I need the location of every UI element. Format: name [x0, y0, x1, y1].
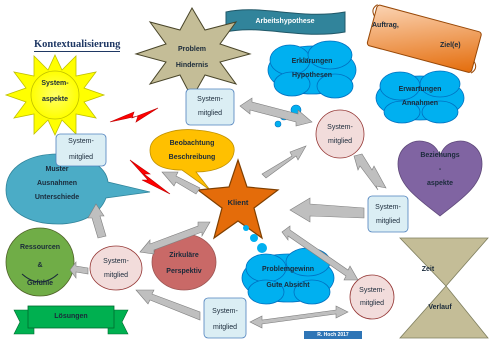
ressourcen-label: Ressourcen	[19, 244, 61, 251]
beziehungs-dash: -	[438, 166, 442, 173]
systemmitglied-circle-right	[315, 109, 365, 159]
ausnahmen-label: Ausnahmen	[36, 180, 78, 187]
arrow-single	[261, 145, 307, 179]
arrow-double	[249, 305, 349, 329]
systemmitglied-circle-bottom	[349, 274, 395, 320]
systemmitglied-left-line1: System-	[68, 138, 94, 145]
beziehungs-aspekte-label: aspekte	[426, 180, 454, 187]
systemmitglied-box-right	[367, 195, 409, 233]
lightning-bolt-middle	[129, 159, 171, 195]
problemgewinn-cloud	[241, 247, 335, 305]
beziehungsaspekte-heart	[397, 140, 483, 217]
erwartungen-cloud	[375, 70, 465, 124]
auftrag-scroll	[366, 4, 482, 74]
systemmitglied-top-line2: mitglied	[197, 110, 223, 117]
thought-bubble-dot	[274, 120, 282, 128]
problemgewinn-label: Problemgewinn	[261, 266, 315, 273]
systemmitglied-lcircle-line2: mitglied	[103, 272, 129, 279]
systemmitglied-box-left	[55, 133, 107, 167]
beschreibung-label: Beschreibung	[168, 154, 216, 161]
klient-star	[196, 158, 280, 240]
loesungen-label: Lösungen	[54, 313, 88, 320]
systemmitglied-box-top	[185, 88, 235, 126]
beobachtung-bubble	[149, 129, 235, 191]
systemaspekte-label-2: aspekte	[41, 96, 69, 103]
systemmitglied-bbox-line1: System-	[212, 308, 238, 315]
problem-label: Problem	[177, 46, 206, 53]
ressourcen-smiley	[5, 227, 75, 297]
systemmitglied-top-line1: System-	[197, 96, 223, 103]
gute-absicht-label: Gute Absicht	[266, 282, 310, 289]
muster-bubble	[5, 153, 151, 225]
systemmitglied-right-line1: System-	[327, 124, 353, 131]
unterschiede-label: Unterschiede	[34, 194, 80, 201]
systemmitglied-right-line2: mitglied	[327, 138, 353, 145]
systemmitglied-rbox-line2: mitglied	[375, 218, 401, 225]
muster-label: Muster	[45, 166, 69, 173]
auftrag-label: Auftrag,	[372, 22, 399, 29]
erwartungen-label: Erwartungen	[398, 86, 442, 93]
page-title: Kontextualisierung	[34, 39, 121, 52]
loesungen-ribbon	[13, 305, 129, 335]
klient-label: Klient	[227, 198, 249, 207]
systemmitglied-circle-left	[89, 245, 143, 291]
thought-bubble-dot	[243, 225, 249, 231]
systemmitglied-lcircle-line1: System-	[103, 258, 129, 265]
hindernis-label: Hindernis	[175, 62, 209, 69]
arrow-double	[281, 225, 359, 281]
erklaerungen-cloud	[267, 40, 357, 99]
verlauf-label: Verlauf	[428, 304, 452, 311]
hourglass-shape	[399, 237, 489, 339]
systemmitglied-bbox-line2: mitglied	[212, 324, 238, 331]
systemmitglied-box-bottom	[203, 297, 247, 339]
arrow-single	[135, 289, 201, 321]
systemmitglied-rbox-line1: System-	[375, 204, 401, 211]
lightning-bolt-top	[109, 107, 159, 123]
beobachtung-label: Beobachtung	[169, 140, 215, 147]
systemmitglied-left-line2: mitglied	[68, 154, 94, 161]
systemmitglied-bcircle-line2: mitglied	[359, 300, 385, 307]
thought-bubble-dot	[257, 243, 267, 253]
arbeitshypothese-banner	[225, 9, 346, 35]
hypothesen-label: Hypothesen	[291, 72, 333, 79]
gefuehle-label: Gefühle	[26, 280, 54, 287]
arrow-single	[69, 261, 89, 279]
arrow-double	[239, 97, 313, 127]
arrow-single	[87, 203, 107, 239]
systemaspekte-label-1: System-	[41, 80, 69, 87]
arrow-double	[353, 153, 387, 191]
beziehungs-label: Beziehungs	[420, 152, 460, 159]
ressourcen-ampersand: &	[37, 262, 43, 269]
thought-bubble-dot	[250, 234, 258, 242]
perspektiv-label: Perspektiv	[166, 268, 202, 275]
systemmitglied-bcircle-line1: System-	[359, 287, 385, 294]
arrow-double	[139, 221, 211, 255]
ziele-label: Ziel(e)	[440, 42, 461, 49]
credit-badge: R. Hoch 2017	[304, 331, 362, 339]
zirkulaere-label: Zirkuläre	[169, 252, 199, 259]
systemaspekte-sun	[4, 54, 106, 136]
zeit-label: Zeit	[421, 266, 435, 273]
arbeitshypothese-label: Arbeitshypothese	[255, 18, 315, 25]
arrow-single	[289, 197, 365, 223]
annahmen-label: Annahmen	[401, 100, 439, 107]
erklaerungen-label: Erklärungen	[291, 58, 333, 65]
arrow-single	[161, 171, 201, 195]
